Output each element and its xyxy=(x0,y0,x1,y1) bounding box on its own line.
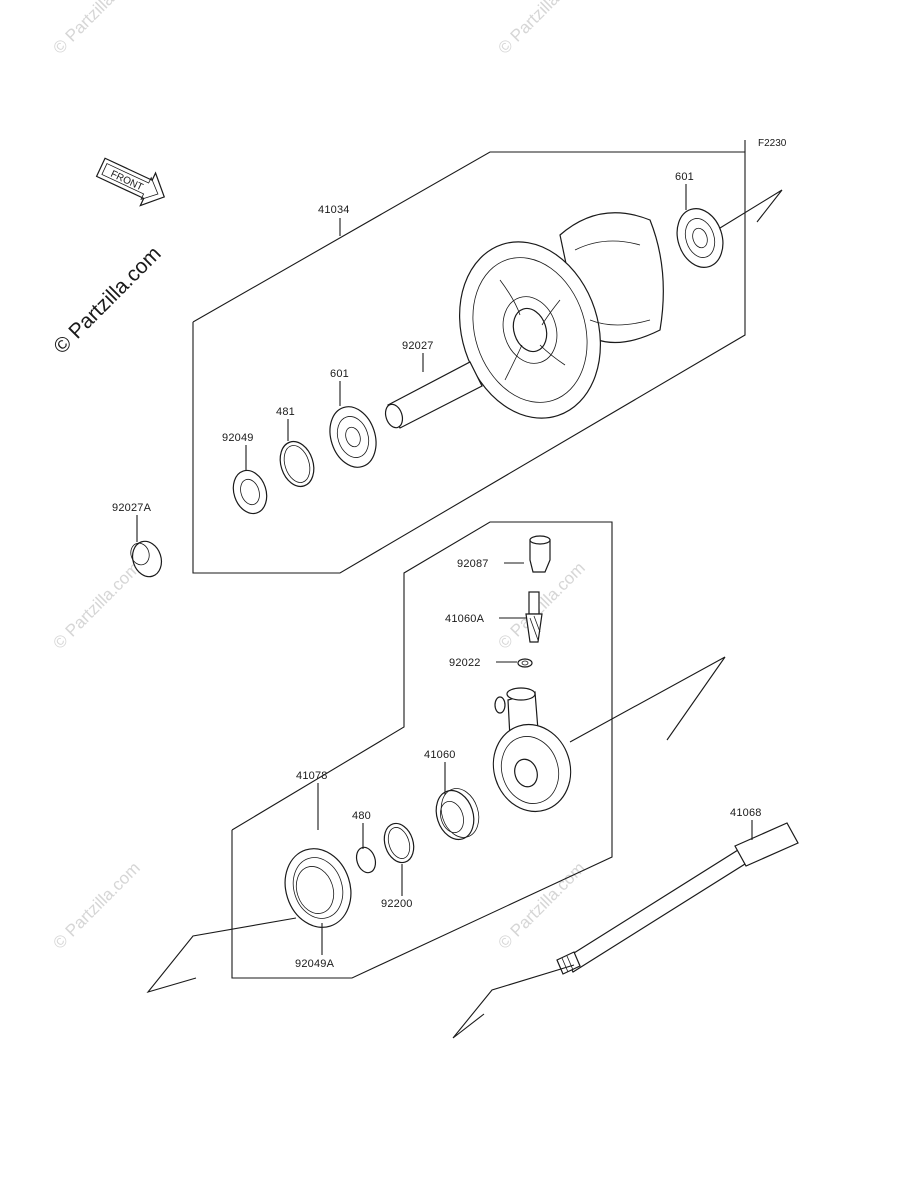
circlip-480-part xyxy=(355,846,377,874)
gear-housing-assembly-outline xyxy=(231,521,613,979)
part-label-481[interactable]: 481 xyxy=(276,406,295,418)
part-label-480[interactable]: 480 xyxy=(352,810,371,822)
part-label-92200[interactable]: 92200 xyxy=(381,898,413,910)
collar-92027A-part xyxy=(130,540,163,578)
front-hub-part xyxy=(459,212,664,419)
watermark: © Partzilla.com xyxy=(49,558,143,652)
watermark: © Partzilla.com xyxy=(494,0,588,58)
part-label-41034[interactable]: 41034 xyxy=(318,204,350,216)
upper-axle-line xyxy=(719,189,783,229)
pinion-gear-41060A-part xyxy=(525,591,543,643)
part-label-92022[interactable]: 92022 xyxy=(449,657,481,669)
part-label-41060A[interactable]: 41060A xyxy=(445,613,485,625)
part-label-92027[interactable]: 92027 xyxy=(402,340,434,352)
seal-92049-part xyxy=(232,469,268,515)
gear-housing-part xyxy=(492,687,572,813)
watermark: © Partzilla.com xyxy=(49,858,143,952)
spacer-tube-92027-part xyxy=(384,361,483,429)
part-label-41060[interactable]: 41060 xyxy=(424,749,456,761)
part-label-601-left[interactable]: 601 xyxy=(330,368,349,380)
watermark: © Partzilla.com xyxy=(49,0,143,58)
bearing-601-left-part xyxy=(329,406,377,468)
seal-92049A-part xyxy=(284,848,352,928)
front-arrow-icon: FRONT xyxy=(95,157,166,207)
hub-assembly-outline xyxy=(192,140,746,574)
part-label-41078[interactable]: 41078 xyxy=(296,770,328,782)
upper-leader-lines xyxy=(136,184,687,542)
lower-leader-lines xyxy=(321,562,753,955)
part-label-92049[interactable]: 92049 xyxy=(222,432,254,444)
circlip-481-part xyxy=(279,440,315,488)
watermarks: © Partzilla.com © Partzilla.com © Partzi… xyxy=(49,0,588,953)
part-label-601-right[interactable]: 601 xyxy=(675,171,694,183)
drive-gear-41060-part xyxy=(435,788,480,841)
washer-92022-part xyxy=(517,658,533,668)
part-label-41068[interactable]: 41068 xyxy=(730,807,762,819)
figure-code: F2230 xyxy=(758,138,787,149)
part-label-92087[interactable]: 92087 xyxy=(457,558,489,570)
cap-92087-part xyxy=(529,535,551,573)
bearing-601-right-part xyxy=(676,208,724,268)
axle-41068-part xyxy=(452,822,799,1039)
brand-logo-text: © Partzilla.com xyxy=(49,242,165,358)
lower-axle-line xyxy=(146,656,726,994)
part-label-92049A[interactable]: 92049A xyxy=(295,958,335,970)
ring-92200-part xyxy=(383,822,415,864)
part-label-92027A[interactable]: 92027A xyxy=(112,502,152,514)
